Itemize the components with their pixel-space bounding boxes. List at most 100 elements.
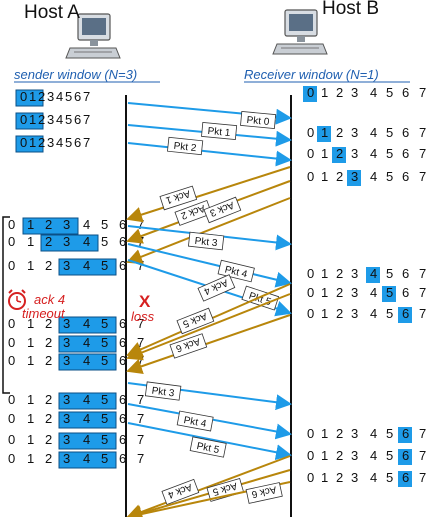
receiver-seq-number: 3 bbox=[351, 470, 358, 485]
sender-window-highlight bbox=[59, 336, 116, 352]
receiver-seq-number: 6 bbox=[402, 285, 409, 300]
receiver-seq-number: 5 bbox=[386, 169, 393, 184]
receiver-seq-number: 7 bbox=[419, 146, 426, 161]
sender-seq-number: 4 bbox=[83, 353, 90, 368]
receiver-seq-number: 7 bbox=[419, 470, 426, 485]
sender-seq-number: 5 bbox=[101, 432, 108, 447]
host-a-label: Host A bbox=[24, 2, 80, 23]
sender-seq-number: 7 bbox=[137, 411, 144, 426]
sender-seq-number: 0 bbox=[8, 411, 15, 426]
sender-seq-number: 1 bbox=[29, 135, 36, 150]
receiver-seq-number: 5 bbox=[386, 146, 393, 161]
sender-seq-number: 2 bbox=[45, 353, 52, 368]
receiver-window-highlight bbox=[317, 126, 331, 142]
sender-seq-number: 2 bbox=[45, 411, 52, 426]
sender-seq-number: 5 bbox=[101, 392, 108, 407]
svg-text:Pkt 5: Pkt 5 bbox=[196, 441, 221, 456]
sender-seq-number: 0 bbox=[20, 112, 27, 127]
sender-seq-number: 2 bbox=[45, 335, 52, 350]
receiver-seq-number: 4 bbox=[370, 146, 377, 161]
sender-seq-number: 7 bbox=[83, 135, 90, 150]
sender-seq-number: 5 bbox=[101, 217, 108, 232]
sender-seq-number: 3 bbox=[63, 451, 70, 466]
packet-label: Pkt 2 bbox=[167, 136, 204, 156]
data-packet-arrow: Pkt 5 bbox=[127, 422, 292, 461]
receiver-seq-number: 1 bbox=[321, 266, 328, 281]
receiver-seq-number: 4 bbox=[370, 169, 377, 184]
sender-seq-number: 7 bbox=[83, 112, 90, 127]
receiver-seq-number: 0 bbox=[307, 470, 314, 485]
receiver-seq-number: 3 bbox=[351, 426, 358, 441]
receiver-seq-number: 6 bbox=[402, 169, 409, 184]
sender-seq-number: 1 bbox=[27, 432, 34, 447]
receiver-seq-number: 2 bbox=[336, 306, 343, 321]
sender-seq-number: 6 bbox=[74, 135, 81, 150]
sender-seq-number: 0 bbox=[8, 335, 15, 350]
receiver-seq-number: 3 bbox=[351, 266, 358, 281]
sender-window-frame bbox=[58, 451, 117, 469]
receiver-window-highlight bbox=[382, 286, 396, 302]
packet-label: Pkt 3 bbox=[144, 381, 182, 401]
sender-seq-number: 1 bbox=[27, 411, 34, 426]
sender-window-highlight bbox=[59, 452, 116, 468]
sender-seq-number: 1 bbox=[27, 353, 34, 368]
sender-seq-number: 2 bbox=[45, 258, 52, 273]
receiver-seq-number: 5 bbox=[386, 470, 393, 485]
receiver-seq-number: 1 bbox=[321, 169, 328, 184]
sender-seq-number: 4 bbox=[83, 217, 90, 232]
sender-seq-number: 6 bbox=[119, 411, 126, 426]
sender-seq-number: 6 bbox=[119, 234, 126, 249]
sender-seq-number: 0 bbox=[8, 258, 15, 273]
sender-seq-number: 3 bbox=[63, 258, 70, 273]
ack-label: Ack 4 bbox=[197, 274, 236, 302]
receiver-seq-number: 2 bbox=[336, 146, 343, 161]
receiver-seq-number: 7 bbox=[419, 266, 426, 281]
svg-text:Pkt 0: Pkt 0 bbox=[246, 115, 270, 128]
sender-seq-number: 0 bbox=[8, 392, 15, 407]
sender-window-frame bbox=[58, 432, 117, 450]
sender-seq-number: 5 bbox=[101, 316, 108, 331]
receiver-seq-number: 1 bbox=[321, 85, 328, 100]
receiver-seq-number: 0 bbox=[307, 426, 314, 441]
receiver-window-highlight bbox=[398, 307, 412, 323]
receiver-seq-number: 5 bbox=[386, 448, 393, 463]
host-b-label: Host B bbox=[322, 0, 379, 19]
sender-seq-number: 3 bbox=[63, 411, 70, 426]
sender-seq-number: 4 bbox=[83, 451, 90, 466]
receiver-seq-number: 7 bbox=[419, 306, 426, 321]
sender-seq-number: 6 bbox=[119, 217, 126, 232]
data-packet-arrow: Pkt 3 bbox=[127, 225, 292, 251]
receiver-seq-number: 1 bbox=[321, 285, 328, 300]
receiver-seq-number: 7 bbox=[419, 125, 426, 140]
svg-text:Ack 2: Ack 2 bbox=[179, 202, 207, 221]
sender-seq-number: 0 bbox=[8, 451, 15, 466]
receiver-seq-number: 2 bbox=[336, 285, 343, 300]
receiver-seq-number: 7 bbox=[419, 448, 426, 463]
receiver-seq-number: 0 bbox=[307, 146, 314, 161]
sender-seq-number: 7 bbox=[137, 316, 144, 331]
receiver-seq-number: 2 bbox=[336, 169, 343, 184]
sender-seq-number: 0 bbox=[8, 432, 15, 447]
receiver-seq-number: 5 bbox=[386, 306, 393, 321]
packet-label: Pkt 1 bbox=[201, 122, 238, 140]
receiver-seq-number: 6 bbox=[402, 448, 409, 463]
sender-seq-number: 4 bbox=[83, 392, 90, 407]
receiver-seq-number: 6 bbox=[402, 125, 409, 140]
sender-window-highlight bbox=[59, 393, 116, 409]
receiver-seq-number: 6 bbox=[402, 266, 409, 281]
sender-window-highlight bbox=[59, 354, 116, 370]
ack-label: Ack 4 bbox=[161, 478, 200, 505]
receiver-seq-number: 1 bbox=[321, 470, 328, 485]
receiver-window-highlight bbox=[398, 471, 412, 487]
